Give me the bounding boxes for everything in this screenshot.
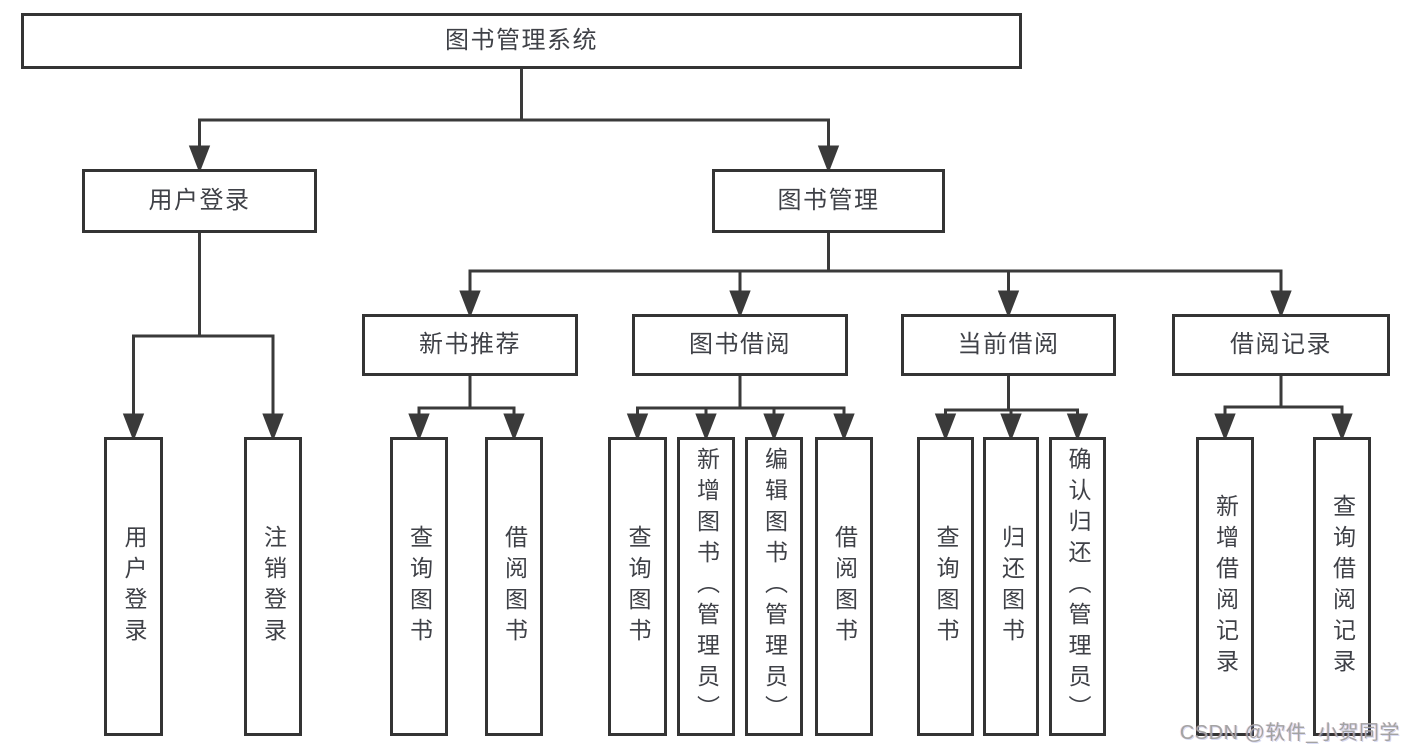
node-label: 图书管理系统 (445, 27, 598, 54)
node-label: 当前借阅 (957, 331, 1060, 358)
node-leaf-query-books-borrow: 查询图书 (608, 437, 667, 736)
node-label: 图书管理 (777, 187, 880, 214)
node-leaf-add-borrow-record: 新增借阅记录 (1196, 437, 1254, 736)
node-label: 新增图书（管理员） (693, 447, 720, 726)
connector-current-borrow-children (934, 376, 1089, 442)
connector-borrow-record-children (1214, 376, 1353, 442)
node-label: 借阅图书 (501, 524, 528, 649)
node-leaf-query-books-recommend: 查询图书 (390, 437, 448, 736)
connector-root-to-level2 (188, 69, 840, 174)
node-label: 查询图书 (625, 524, 651, 649)
connector-new-book-recommend-children (408, 376, 525, 442)
node-leaf-logout: 注销登录 (244, 437, 302, 736)
node-label: 查询图书 (406, 524, 433, 649)
node-label: 用户登录 (121, 524, 147, 649)
node-book-management: 图书管理 (712, 169, 945, 233)
node-leaf-query-books-current: 查询图书 (917, 437, 974, 736)
node-label: 新书推荐 (419, 331, 521, 358)
node-label: 图书借阅 (689, 331, 791, 358)
node-user-login: 用户登录 (82, 169, 317, 233)
node-leaf-add-books-admin: 新增图书（管理员） (677, 437, 735, 736)
node-borrow-record: 借阅记录 (1172, 314, 1390, 376)
node-leaf-return-books: 归还图书 (983, 437, 1039, 736)
connector-book-borrow-children (626, 376, 855, 442)
connector-book-management-children (459, 233, 1292, 319)
csdn-watermark: CSDN @软件_小贺同学 (1179, 722, 1400, 744)
node-root-system: 图书管理系统 (21, 13, 1022, 69)
node-leaf-borrow-books-recommend: 借阅图书 (485, 437, 543, 736)
node-label: 借阅图书 (831, 524, 858, 649)
node-label: 用户登录 (148, 187, 251, 214)
node-leaf-query-borrow-record: 查询借阅记录 (1313, 437, 1371, 736)
node-label: 编辑图书（管理员） (761, 447, 788, 726)
node-label: 确认归还（管理员） (1065, 447, 1091, 726)
node-leaf-borrow-books: 借阅图书 (815, 437, 873, 736)
node-leaf-user-login: 用户登录 (104, 437, 163, 736)
node-label: 注销登录 (260, 524, 287, 649)
node-leaf-confirm-return-admin: 确认归还（管理员） (1049, 437, 1106, 736)
node-book-borrow: 图书借阅 (632, 314, 848, 376)
node-label: 归还图书 (998, 524, 1025, 649)
node-label: 借阅记录 (1230, 331, 1332, 358)
node-new-book-recommend: 新书推荐 (362, 314, 578, 376)
node-current-borrow: 当前借阅 (901, 314, 1116, 376)
node-label: 查询借阅记录 (1329, 493, 1356, 680)
node-leaf-edit-books-admin: 编辑图书（管理员） (745, 437, 803, 736)
node-label: 新增借阅记录 (1212, 493, 1239, 680)
node-label: 查询图书 (933, 524, 959, 649)
connector-user-login-children (122, 233, 284, 442)
